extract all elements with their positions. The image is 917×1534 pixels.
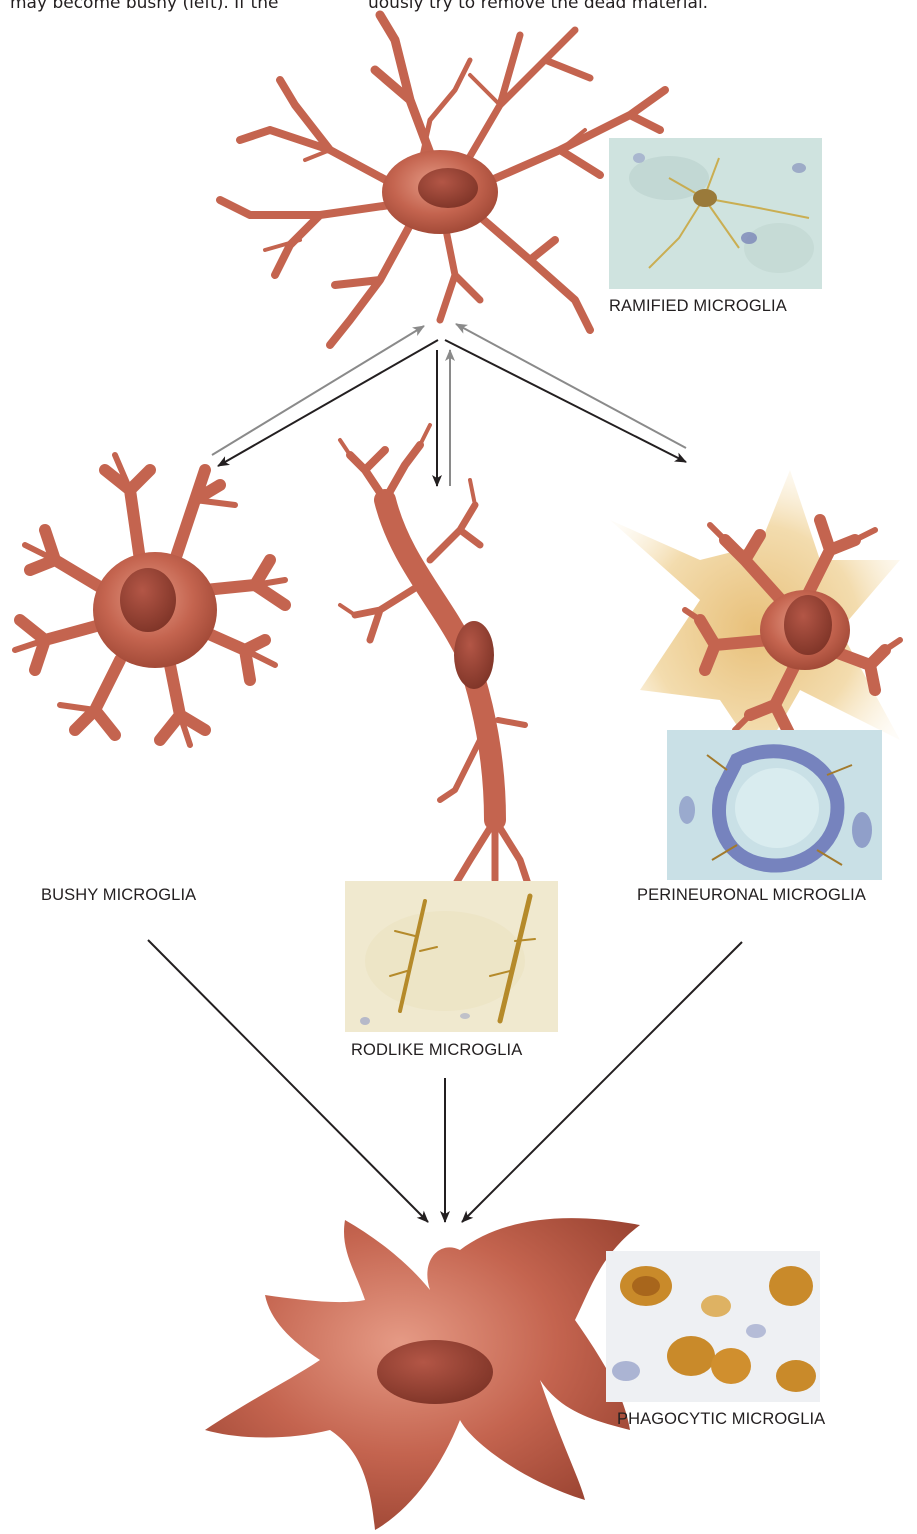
ramified-photo <box>609 138 822 289</box>
phagocytic-microglia-cell <box>205 1218 640 1530</box>
perineuronal-microglia-cell <box>610 470 900 760</box>
phagocytic-nucleus <box>377 1340 493 1404</box>
arrow-ramified-to-bushy <box>218 340 438 466</box>
rodlike-microglia-cell <box>340 425 540 905</box>
arrow-perineuronal-to-ramified <box>456 324 686 448</box>
arrows <box>148 324 742 1222</box>
perineuronal-photo <box>667 730 882 880</box>
bushy-nucleus <box>120 568 176 632</box>
rodlike-caption: RODLIKE MICROGLIA <box>351 1041 522 1060</box>
bushy-caption: BUSHY MICROGLIA <box>41 886 196 905</box>
phagocytic-photo <box>606 1251 820 1402</box>
arrow-ramified-to-perineuronal <box>445 340 686 462</box>
ramified-microglia-cell <box>220 15 665 345</box>
perineuronal-nucleus <box>784 595 832 655</box>
perineuronal-caption: PERINEURONAL MICROGLIA <box>637 886 866 905</box>
arrow-bushy-to-ramified <box>212 326 424 455</box>
rodlike-nucleus <box>454 621 494 689</box>
rodlike-photo <box>345 881 558 1032</box>
bushy-microglia-cell <box>15 455 285 745</box>
ramified-caption: RAMIFIED MICROGLIA <box>609 297 787 316</box>
ramified-nucleus <box>418 168 478 208</box>
phagocytic-caption: PHAGOCYTIC MICROGLIA <box>617 1410 825 1429</box>
